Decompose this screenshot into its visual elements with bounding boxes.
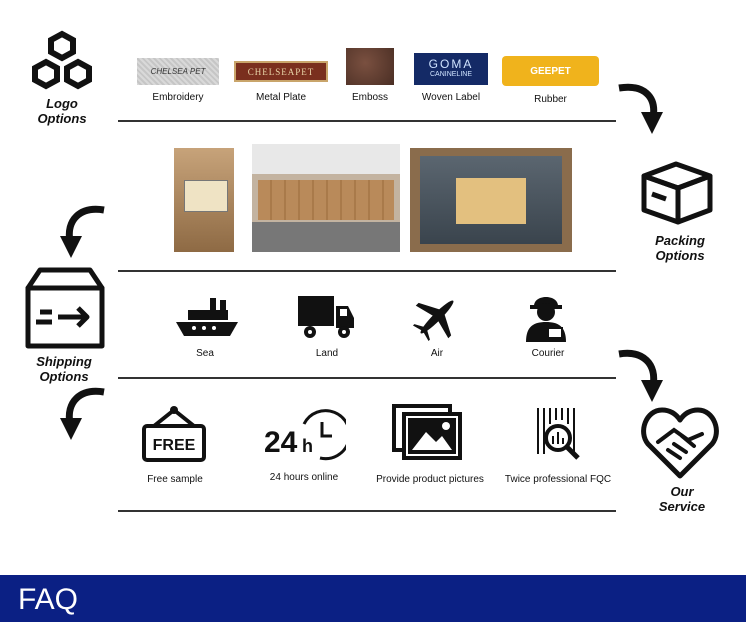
divider-1 (118, 120, 616, 122)
courier-caption: Courier (531, 348, 565, 359)
curved-arrow-icon (58, 204, 106, 260)
rubber-sample: GEEPET (502, 56, 599, 86)
ship-icon (174, 296, 240, 338)
curved-arrow-icon (617, 82, 665, 136)
divider-4 (118, 510, 616, 512)
truck-icon (296, 294, 356, 340)
hexagon-logo-icon (30, 30, 94, 92)
curved-arrow-icon (617, 348, 665, 404)
courier-icon (522, 290, 570, 342)
metal-plate-caption: Metal Plate (255, 92, 307, 103)
embroidery-sample: CHELSEA PET (137, 58, 219, 85)
rubber-caption: Rubber (534, 94, 567, 105)
packing-photo-warehouse (252, 144, 400, 252)
woven-label-sample: GOMA CANINELINE (414, 53, 488, 85)
metal-plate-sample: CHELSEAPET (234, 61, 328, 82)
clock-24-icon: 24 h (262, 402, 346, 464)
airplane-icon (412, 292, 462, 342)
faq-title: FAQ (18, 583, 79, 616)
divider-2 (118, 270, 616, 272)
svg-text:h: h (302, 436, 313, 456)
air-caption: Air (430, 348, 444, 359)
shipping-box-icon (24, 266, 106, 350)
packing-photo-bags (410, 148, 572, 252)
product-pictures-caption: Provide product pictures (376, 474, 484, 485)
faq-banner: FAQ (0, 575, 746, 622)
woven-label-caption: Woven Label (421, 92, 481, 103)
divider-3 (118, 377, 616, 379)
free-sample-caption: Free sample (147, 474, 203, 485)
emboss-caption: Emboss (351, 92, 389, 103)
emboss-sample (346, 48, 394, 85)
24-hours-online-caption: 24 hours online (269, 472, 339, 483)
packing-photo-box (174, 148, 234, 252)
curved-arrow-icon (58, 386, 106, 442)
svg-text:FREE: FREE (153, 437, 196, 454)
free-sign-icon: FREE (140, 404, 208, 464)
sea-caption: Sea (196, 348, 214, 359)
handshake-heart-icon (640, 404, 720, 480)
svg-text:24: 24 (264, 426, 298, 459)
inspection-icon (530, 404, 586, 462)
package-box-icon (638, 152, 716, 226)
land-caption: Land (315, 348, 339, 359)
pictures-icon (392, 404, 464, 462)
embroidery-caption: Embroidery (152, 92, 204, 103)
twice-fqc-caption: Twice professional FQC (504, 474, 612, 485)
